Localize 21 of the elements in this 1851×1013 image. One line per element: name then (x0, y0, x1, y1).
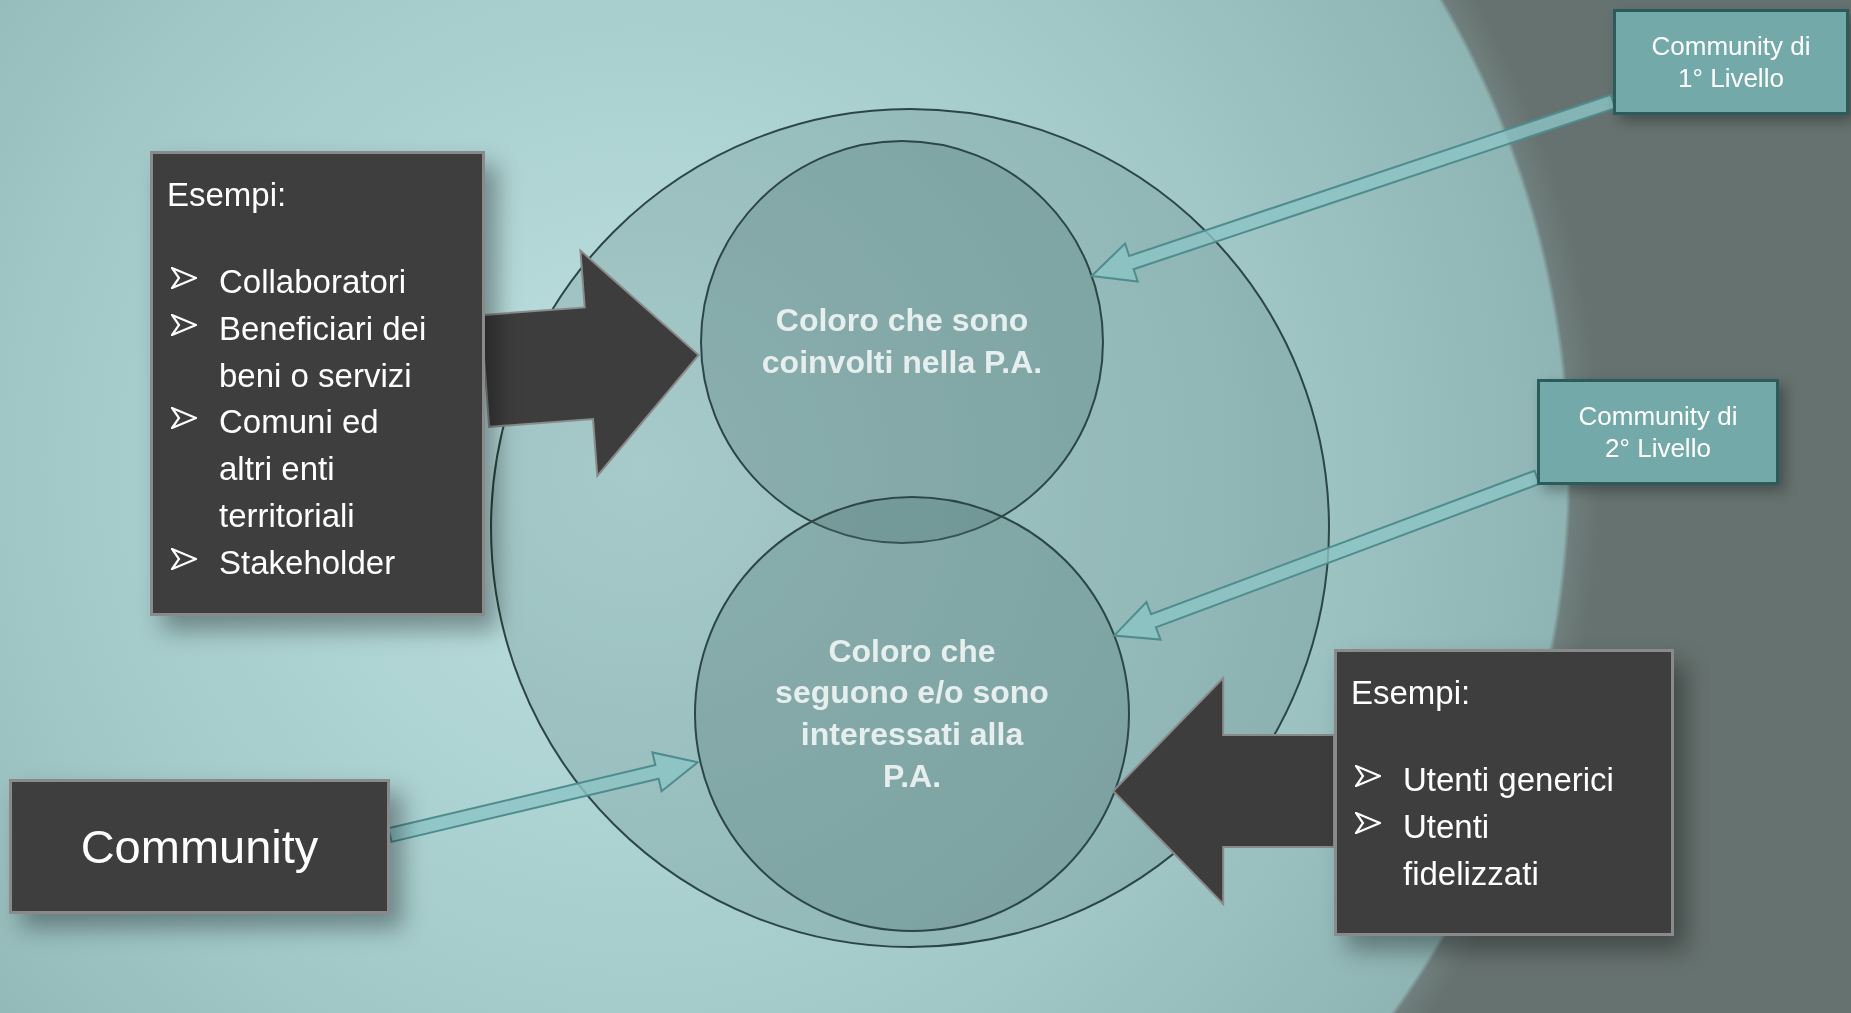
list-item: Utenti fidelizzati (1403, 806, 1540, 894)
examples-box (1334, 649, 1674, 936)
title-box (9, 779, 390, 914)
box-label: Community (80, 819, 319, 874)
list-item: Collaboratori (219, 261, 407, 302)
list-item: Utenti generici (1403, 759, 1614, 800)
tag-label: Community di 1° Livello (1650, 29, 1812, 95)
block-arrow (1111, 675, 1335, 907)
circle-label: Coloro che sono coinvolti nella P.A. (760, 301, 1044, 382)
list-item: Stakeholder (219, 543, 396, 583)
examples-box (150, 151, 485, 616)
arrow (387, 751, 701, 844)
list-item: Beneficiari dei beni o servizi (219, 308, 428, 396)
circle-label: Coloro che seguono e/o sono interessati alla P.A. (774, 631, 1050, 796)
list-item: Comuni ed altri enti territoriali (219, 402, 380, 537)
level-tag (1537, 379, 1779, 485)
heading: Esempi: (167, 175, 288, 215)
arrow (1112, 469, 1541, 641)
level-tag (1613, 9, 1849, 115)
tag-label: Community di 2° Livello (1577, 399, 1739, 465)
heading: Esempi: (1351, 673, 1472, 713)
